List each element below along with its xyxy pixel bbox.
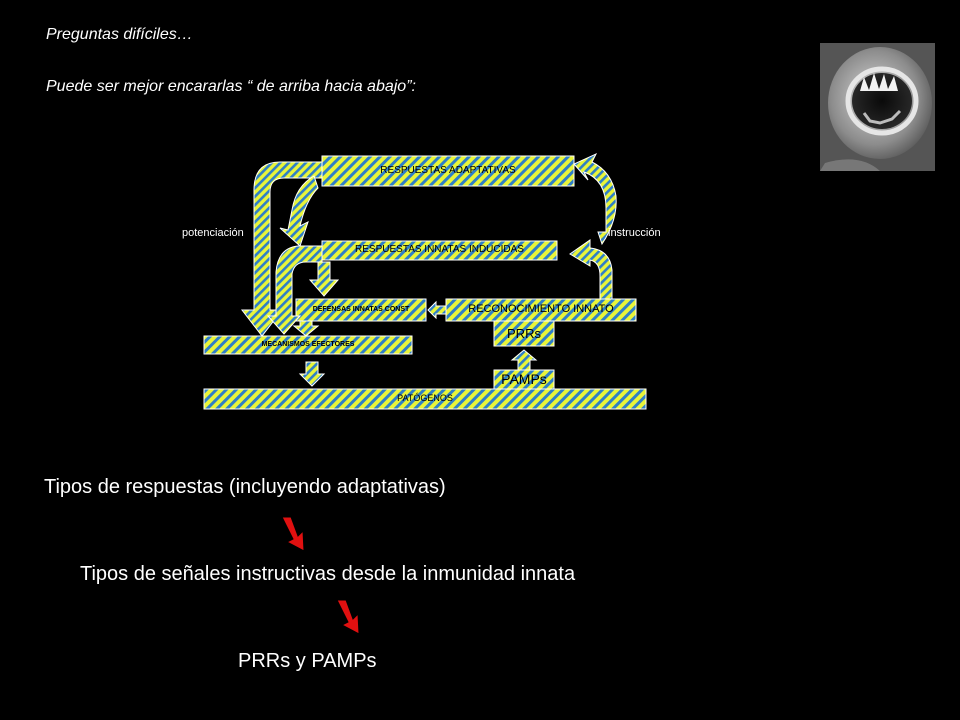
- slide-subtitle: Puede ser mejor encararlas “ de arriba h…: [46, 78, 416, 95]
- arrow-constitutive-down: [292, 320, 320, 337]
- label-adaptive: RESPUESTAS ADAPTATIVAS: [380, 165, 516, 176]
- box-effector-mechanisms: [203, 335, 413, 355]
- step-response-types: Tipos de respuestas (incluyendo adaptati…: [44, 476, 446, 498]
- box-pathogens: [203, 388, 647, 410]
- label-innate-induced: RESPUESTAS INNATAS INDUCIDAS: [355, 244, 524, 255]
- arrow-instruction-outer: [573, 152, 617, 246]
- step-prrs-pamps: PRRs y PAMPs: [238, 650, 377, 672]
- box-prrs: [493, 320, 555, 347]
- arrow-potentiation-inner: [279, 175, 319, 247]
- arrow-induced-to-effectors: [266, 245, 323, 335]
- label-innate-constitutive: DEFENSAS INNATAS CONST: [312, 306, 410, 313]
- arrow-potentiation-outer: [240, 161, 323, 337]
- arrow-effectors-down: [298, 361, 326, 387]
- label-innate-recognition: RECONOCIMIENTO INNATO: [468, 303, 614, 315]
- label-potentiation: potenciación: [182, 227, 244, 239]
- box-innate-constitutive: [295, 298, 427, 322]
- arrow-pamps-up: [510, 349, 538, 371]
- label-pamps: PAMPs: [501, 371, 547, 387]
- label-instruction: instrucción: [608, 227, 661, 239]
- nematode-micrograph-image: [820, 43, 935, 171]
- red-arrow-1: [281, 516, 305, 552]
- arrow-recognition-left: [427, 300, 447, 320]
- arrow-recognition-to-induced: [569, 239, 613, 300]
- label-pathogens: PATÓGENOS: [397, 393, 453, 403]
- slide-title: Preguntas difíciles…: [46, 26, 193, 43]
- step-instructive-signals: Tipos de señales instructivas desde la i…: [80, 563, 576, 585]
- label-prrs: PRRs: [507, 326, 541, 341]
- label-effector-mechanisms: MECANISMOS EFECTORES: [261, 341, 355, 348]
- arrow-induced-down: [308, 261, 340, 297]
- red-arrow-2: [336, 599, 360, 635]
